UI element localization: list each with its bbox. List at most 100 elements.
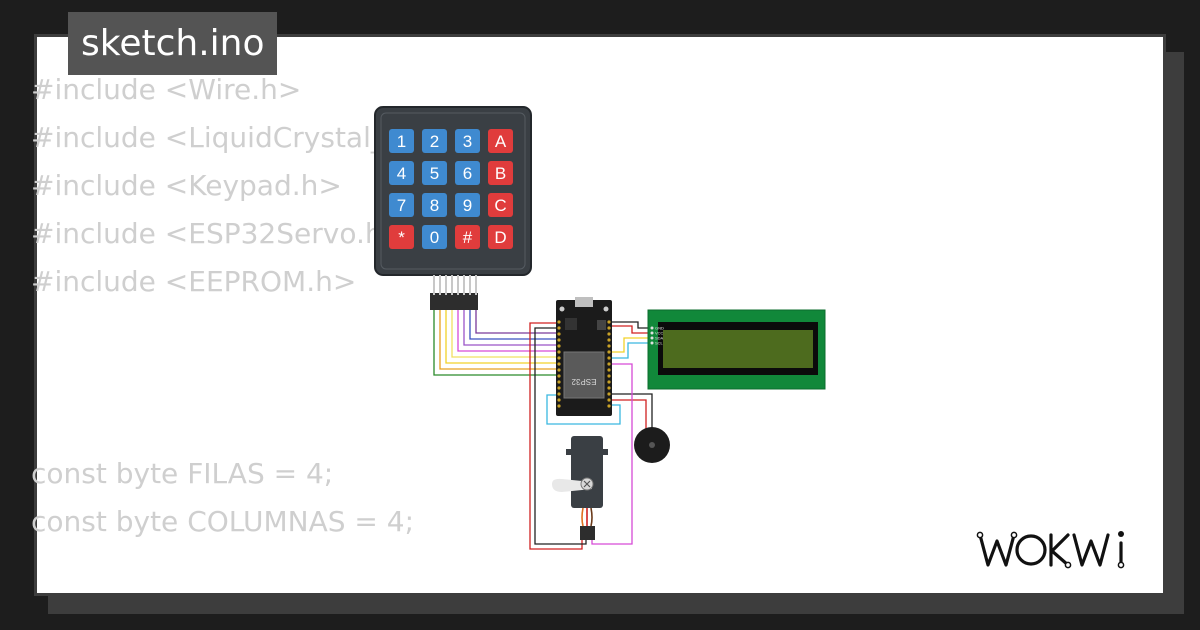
wire-lcd-sda xyxy=(612,337,655,353)
keypad-key-2[interactable]: 2 xyxy=(422,129,447,153)
code-line: #include <Wire.h> xyxy=(31,73,302,106)
keypad-key-4[interactable]: 4 xyxy=(389,161,414,185)
esp32-board[interactable]: ESP32 xyxy=(556,297,612,416)
keypad-key-5[interactable]: 5 xyxy=(422,161,447,185)
keypad-key-0[interactable]: 0 xyxy=(422,225,447,249)
keypad-key-C[interactable]: C xyxy=(488,193,513,217)
keypad-key-label: 3 xyxy=(463,132,472,151)
wire-lcd-gnd xyxy=(612,321,655,329)
esp32-pin xyxy=(607,350,611,354)
esp32-pin xyxy=(607,320,611,324)
esp32-pin xyxy=(607,374,611,378)
esp32-pin xyxy=(607,326,611,330)
esp32-pin xyxy=(557,362,561,366)
wire-violet xyxy=(475,310,556,334)
boot-button xyxy=(559,306,565,312)
code-line: #include <ESP32Servo.h> xyxy=(31,217,407,250)
wire-yellow xyxy=(445,310,556,364)
esp32-pin xyxy=(557,338,561,342)
esp32-pin xyxy=(557,350,561,354)
keypad-key-1[interactable]: 1 xyxy=(389,129,414,153)
keypad-key-*[interactable]: * xyxy=(389,225,414,249)
esp32-pin xyxy=(557,380,561,384)
en-button xyxy=(603,306,609,312)
esp32-pin xyxy=(557,344,561,348)
keypad-key-8[interactable]: 8 xyxy=(422,193,447,217)
keypad-key-label: # xyxy=(463,228,473,247)
keypad-key-label: C xyxy=(494,196,506,215)
esp32-pin xyxy=(607,356,611,360)
keypad-ribbon xyxy=(433,275,477,295)
lcd-pin-gnd xyxy=(650,326,654,330)
servo-connector xyxy=(580,526,595,540)
esp32-pin xyxy=(557,326,561,330)
esp32-pin xyxy=(607,362,611,366)
keypad-key-label: 7 xyxy=(397,196,406,215)
esp32-pin xyxy=(607,344,611,348)
esp32-pin xyxy=(607,392,611,396)
esp32-pin xyxy=(557,404,561,408)
keypad-key-label: D xyxy=(494,228,506,247)
esp32-pin xyxy=(557,398,561,402)
lcd-pin-label: GND xyxy=(655,326,664,331)
wires xyxy=(433,310,655,550)
esp32-pin xyxy=(607,380,611,384)
usb-port xyxy=(575,297,593,307)
esp32-pin xyxy=(557,320,561,324)
keypad-key-A[interactable]: A xyxy=(488,129,513,153)
keypad-key-7[interactable]: 7 xyxy=(389,193,414,217)
keypad-key-B[interactable]: B xyxy=(488,161,513,185)
keypad-key-3[interactable]: 3 xyxy=(455,129,480,153)
wire-buzzer-signal xyxy=(612,399,647,432)
esp32-chip-label: ESP32 xyxy=(571,377,596,386)
esp32-pin xyxy=(557,392,561,396)
code-line: const byte COLUMNAS = 4; xyxy=(31,505,415,538)
esp32-pin xyxy=(557,368,561,372)
code-line: const byte FILAS = 4; xyxy=(31,457,334,490)
wire-light-yellow xyxy=(451,310,556,358)
esp32-pin xyxy=(557,356,561,360)
wire-lcd-scl xyxy=(612,342,655,359)
lcd-pin-label: SCL xyxy=(655,341,664,346)
wire-green xyxy=(433,310,556,376)
keypad-key-label: 5 xyxy=(430,164,439,183)
code-preview: #include <Wire.h>#include <LiquidCrystal… xyxy=(31,66,481,546)
wire-cyan-loop xyxy=(546,394,621,425)
esp32-module xyxy=(563,351,605,399)
wire-servo-signal xyxy=(591,363,633,545)
servo-motor[interactable] xyxy=(552,436,608,540)
lcd-pin-label: SDA xyxy=(655,336,664,341)
keypad-key-9[interactable]: 9 xyxy=(455,193,480,217)
keypad-key-label: A xyxy=(495,132,507,151)
wire-blue xyxy=(469,310,556,340)
esp32-pin xyxy=(607,368,611,372)
code-line: #include <EEPROM.h> xyxy=(31,265,357,298)
keypad-key-label: 0 xyxy=(430,228,439,247)
servo-tab xyxy=(566,449,608,455)
esp32-pin xyxy=(607,332,611,336)
wire-servo-vcc xyxy=(529,322,583,550)
sketch-filename-tab[interactable]: sketch.ino xyxy=(68,12,278,75)
wire-lcd-vcc xyxy=(612,325,655,334)
code-line: #include <Keypad.h> xyxy=(31,169,342,202)
wire-buzzer-gnd xyxy=(612,393,653,432)
lcd-screen xyxy=(663,330,813,368)
keypad-key-#[interactable]: # xyxy=(455,225,480,249)
buzzer[interactable] xyxy=(634,427,670,463)
keypad-key-label: 2 xyxy=(430,132,439,151)
esp32-pin xyxy=(607,404,611,408)
esp32-pin xyxy=(557,332,561,336)
lcd-pin-scl xyxy=(650,341,654,345)
esp32-pin xyxy=(557,374,561,378)
wire-servo-gnd xyxy=(534,327,587,545)
lcd-pin-sda xyxy=(650,336,654,340)
wire-orange xyxy=(439,310,556,370)
keypad-key-6[interactable]: 6 xyxy=(455,161,480,185)
esp32-pin xyxy=(607,338,611,342)
keypad-key-label: 1 xyxy=(397,132,406,151)
wire-purple xyxy=(463,310,556,346)
keypad-key-D[interactable]: D xyxy=(488,225,513,249)
